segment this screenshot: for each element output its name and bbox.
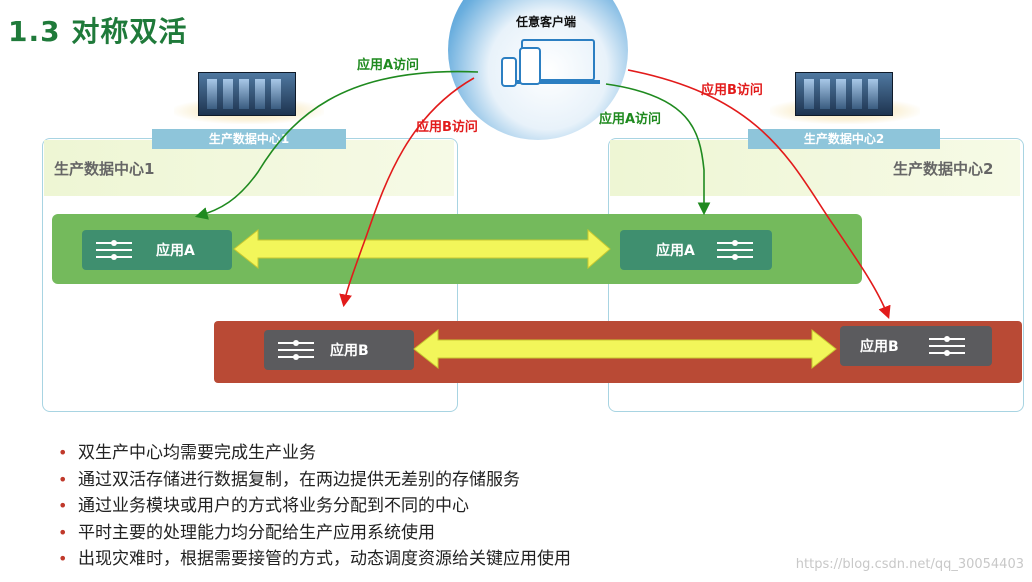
datacenter-2-banner (610, 140, 1020, 196)
sync-arrow-b (413, 328, 837, 370)
app-a-right: 应用A (620, 230, 772, 270)
route-b-right (627, 69, 891, 319)
server-rack-icon (198, 72, 296, 116)
route-a-right (605, 83, 711, 216)
route-a-left-label: 应用A访问 (357, 58, 420, 73)
app-server-icon (713, 235, 757, 265)
sync-arrow-a (233, 228, 611, 270)
app-b-right: 应用B (840, 326, 992, 366)
route-a-right-label: 应用A访问 (599, 112, 662, 127)
route-b-left (339, 77, 475, 308)
route-b-right-label: 应用B访问 (701, 83, 763, 98)
bullet-item: 通过双活存储进行数据复制，在两边提供无差别的存储服务 (52, 467, 571, 494)
page-title: 1.3 对称双活 (8, 15, 188, 48)
datacenter-1-tag: 生产数据中心1 (152, 129, 346, 149)
bullet-list: 双生产中心均需要完成生产业务 通过双活存储进行数据复制，在两边提供无差别的存储服… (52, 440, 571, 573)
server-rack-icon (795, 72, 893, 116)
client-label: 任意客户端 (516, 15, 577, 29)
app-server-icon (92, 235, 136, 265)
app-server-icon (925, 331, 969, 361)
datacenter-1-name: 生产数据中心1 (54, 160, 155, 178)
app-a-left-label: 应用A (156, 243, 195, 259)
app-server-icon (274, 335, 318, 365)
app-a-left: 应用A (82, 230, 232, 270)
datacenter-1-banner (44, 140, 454, 196)
app-b-right-label: 应用B (860, 339, 899, 355)
bullet-item: 出现灾难时，根据需要接管的方式，动态调度资源给关键应用使用 (52, 546, 571, 573)
app-b-left-label: 应用B (330, 343, 369, 359)
app-b-left: 应用B (264, 330, 414, 370)
bullet-item: 平时主要的处理能力均分配给生产应用系统使用 (52, 520, 571, 547)
app-a-right-label: 应用A (656, 243, 695, 259)
bullet-item: 双生产中心均需要完成生产业务 (52, 440, 571, 467)
route-a-left (194, 70, 479, 220)
datacenter-2-name: 生产数据中心2 (893, 160, 994, 178)
diagram-overlay (194, 69, 891, 370)
route-b-left-label: 应用B访问 (416, 120, 478, 135)
datacenter-2-tag: 生产数据中心2 (748, 129, 940, 149)
watermark: https://blog.csdn.net/qq_30054403 (795, 557, 1024, 572)
devices-icon (501, 39, 600, 87)
bullet-item: 通过业务模块或用户的方式将业务分配到不同的中心 (52, 493, 571, 520)
